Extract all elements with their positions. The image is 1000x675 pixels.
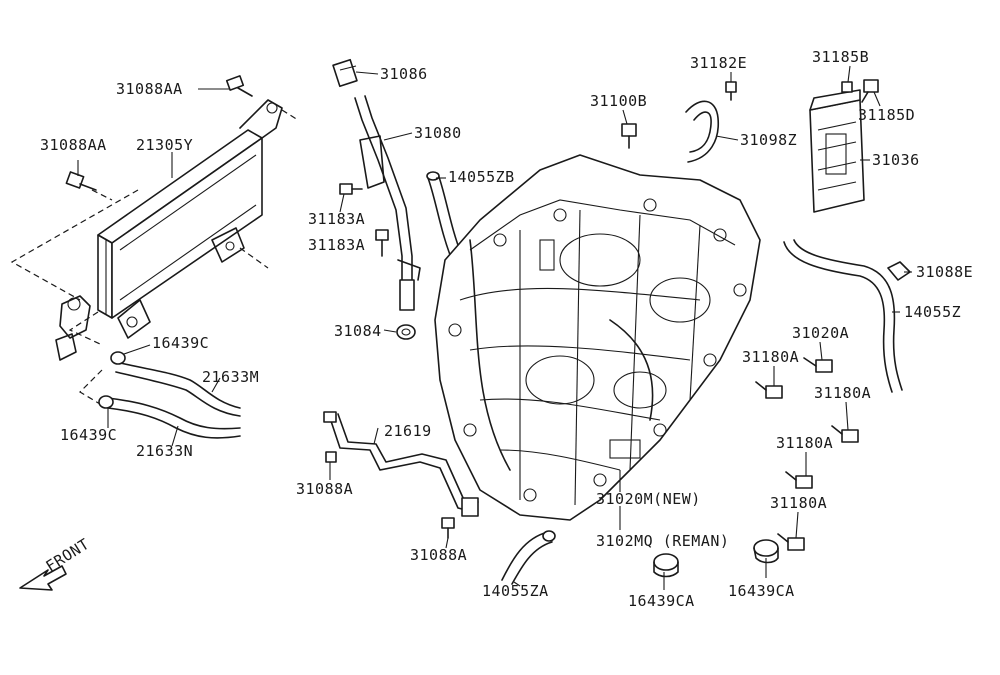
label-31180a-1: 31180A <box>742 348 799 366</box>
hose-21633n <box>107 397 241 439</box>
label-31183a-2: 31183A <box>308 236 365 254</box>
label-31098z: 31098Z <box>740 131 797 149</box>
label-31036: 31036 <box>872 151 920 169</box>
hose-14055za <box>501 530 556 585</box>
part-labels: 31088AA 31088AA 21305Y 16439C 16439C 216… <box>40 48 973 610</box>
plug-16439ca-2 <box>753 539 779 564</box>
label-14055za: 14055ZA <box>482 582 549 600</box>
hose-31098z <box>685 100 720 163</box>
transmission-case-31020m <box>434 154 761 521</box>
label-31088aa-left: 31088AA <box>40 136 107 154</box>
bolt-31180a-2 <box>831 425 859 443</box>
o-ring-31084 <box>396 324 416 340</box>
hose-21633m <box>115 361 241 417</box>
bolt-31185b <box>841 81 853 93</box>
label-14055z: 14055Z <box>904 303 961 321</box>
bolt-31185d <box>861 79 879 103</box>
label-16439c-top: 16439C <box>152 334 209 352</box>
label-31185d: 31185D <box>858 106 915 124</box>
label-31080: 31080 <box>414 124 462 142</box>
label-21633n: 21633N <box>136 442 193 460</box>
label-31185b: 31185B <box>812 48 869 66</box>
label-31180a-3: 31180A <box>776 434 833 452</box>
label-31020m: 31020M(NEW) <box>596 490 701 508</box>
bolt-31183a-2 <box>375 229 389 257</box>
label-3102mq: 3102MQ (REMAN) <box>596 532 729 550</box>
bolt-31088aa-top <box>225 75 253 97</box>
bolt-31183a-1 <box>339 183 363 195</box>
front-arrow-icon <box>19 565 67 591</box>
bolt-31088a-2 <box>441 517 455 539</box>
label-14055zb: 14055ZB <box>448 168 515 186</box>
label-21633m: 21633M <box>202 368 259 386</box>
label-31180a-2: 31180A <box>814 384 871 402</box>
label-21305y: 21305Y <box>136 136 193 154</box>
label-31088aa-top: 31088AA <box>116 80 183 98</box>
label-31180a-4: 31180A <box>770 494 827 512</box>
label-31100b: 31100B <box>590 92 647 110</box>
leader-lines <box>77 65 912 590</box>
bolt-31088a-1 <box>325 451 337 463</box>
bolt-31180a-4 <box>777 533 805 551</box>
clamp-16439c-bottom <box>98 395 114 409</box>
charging-pipe-31080 <box>354 95 421 311</box>
label-31086: 31086 <box>380 65 428 83</box>
label-16439ca-2: 16439CA <box>728 582 795 600</box>
pipe-21619 <box>323 411 479 517</box>
cooler-dashed-guides <box>10 109 299 405</box>
bolt-31180a-1 <box>755 381 783 399</box>
label-31182e: 31182E <box>690 54 747 72</box>
plug-16439ca-1 <box>653 553 679 578</box>
label-31183a-1: 31183A <box>308 210 365 228</box>
label-31020a: 31020A <box>792 324 849 342</box>
label-21619: 21619 <box>384 422 432 440</box>
dipstick-cap-31086 <box>332 58 358 88</box>
oil-cooler-21305y <box>55 99 283 361</box>
label-31088a-2: 31088A <box>410 546 467 564</box>
bolt-31020a <box>803 357 833 373</box>
label-31084: 31084 <box>334 322 382 340</box>
label-front: FRONT <box>43 535 93 576</box>
clamp-16439c-top <box>110 351 126 365</box>
hose-14055z <box>783 239 903 393</box>
fitting-31182e <box>725 81 737 101</box>
label-16439ca-1: 16439CA <box>628 592 695 610</box>
control-unit-31036 <box>809 89 865 213</box>
label-16439c-bottom: 16439C <box>60 426 117 444</box>
bolt-31100b <box>621 123 637 149</box>
label-31088e: 31088E <box>916 263 973 281</box>
bolt-31180a-3 <box>785 471 813 489</box>
bolt-31088aa-left <box>65 171 97 191</box>
clip-31088e <box>887 261 911 281</box>
label-31088a-1: 31088A <box>296 480 353 498</box>
